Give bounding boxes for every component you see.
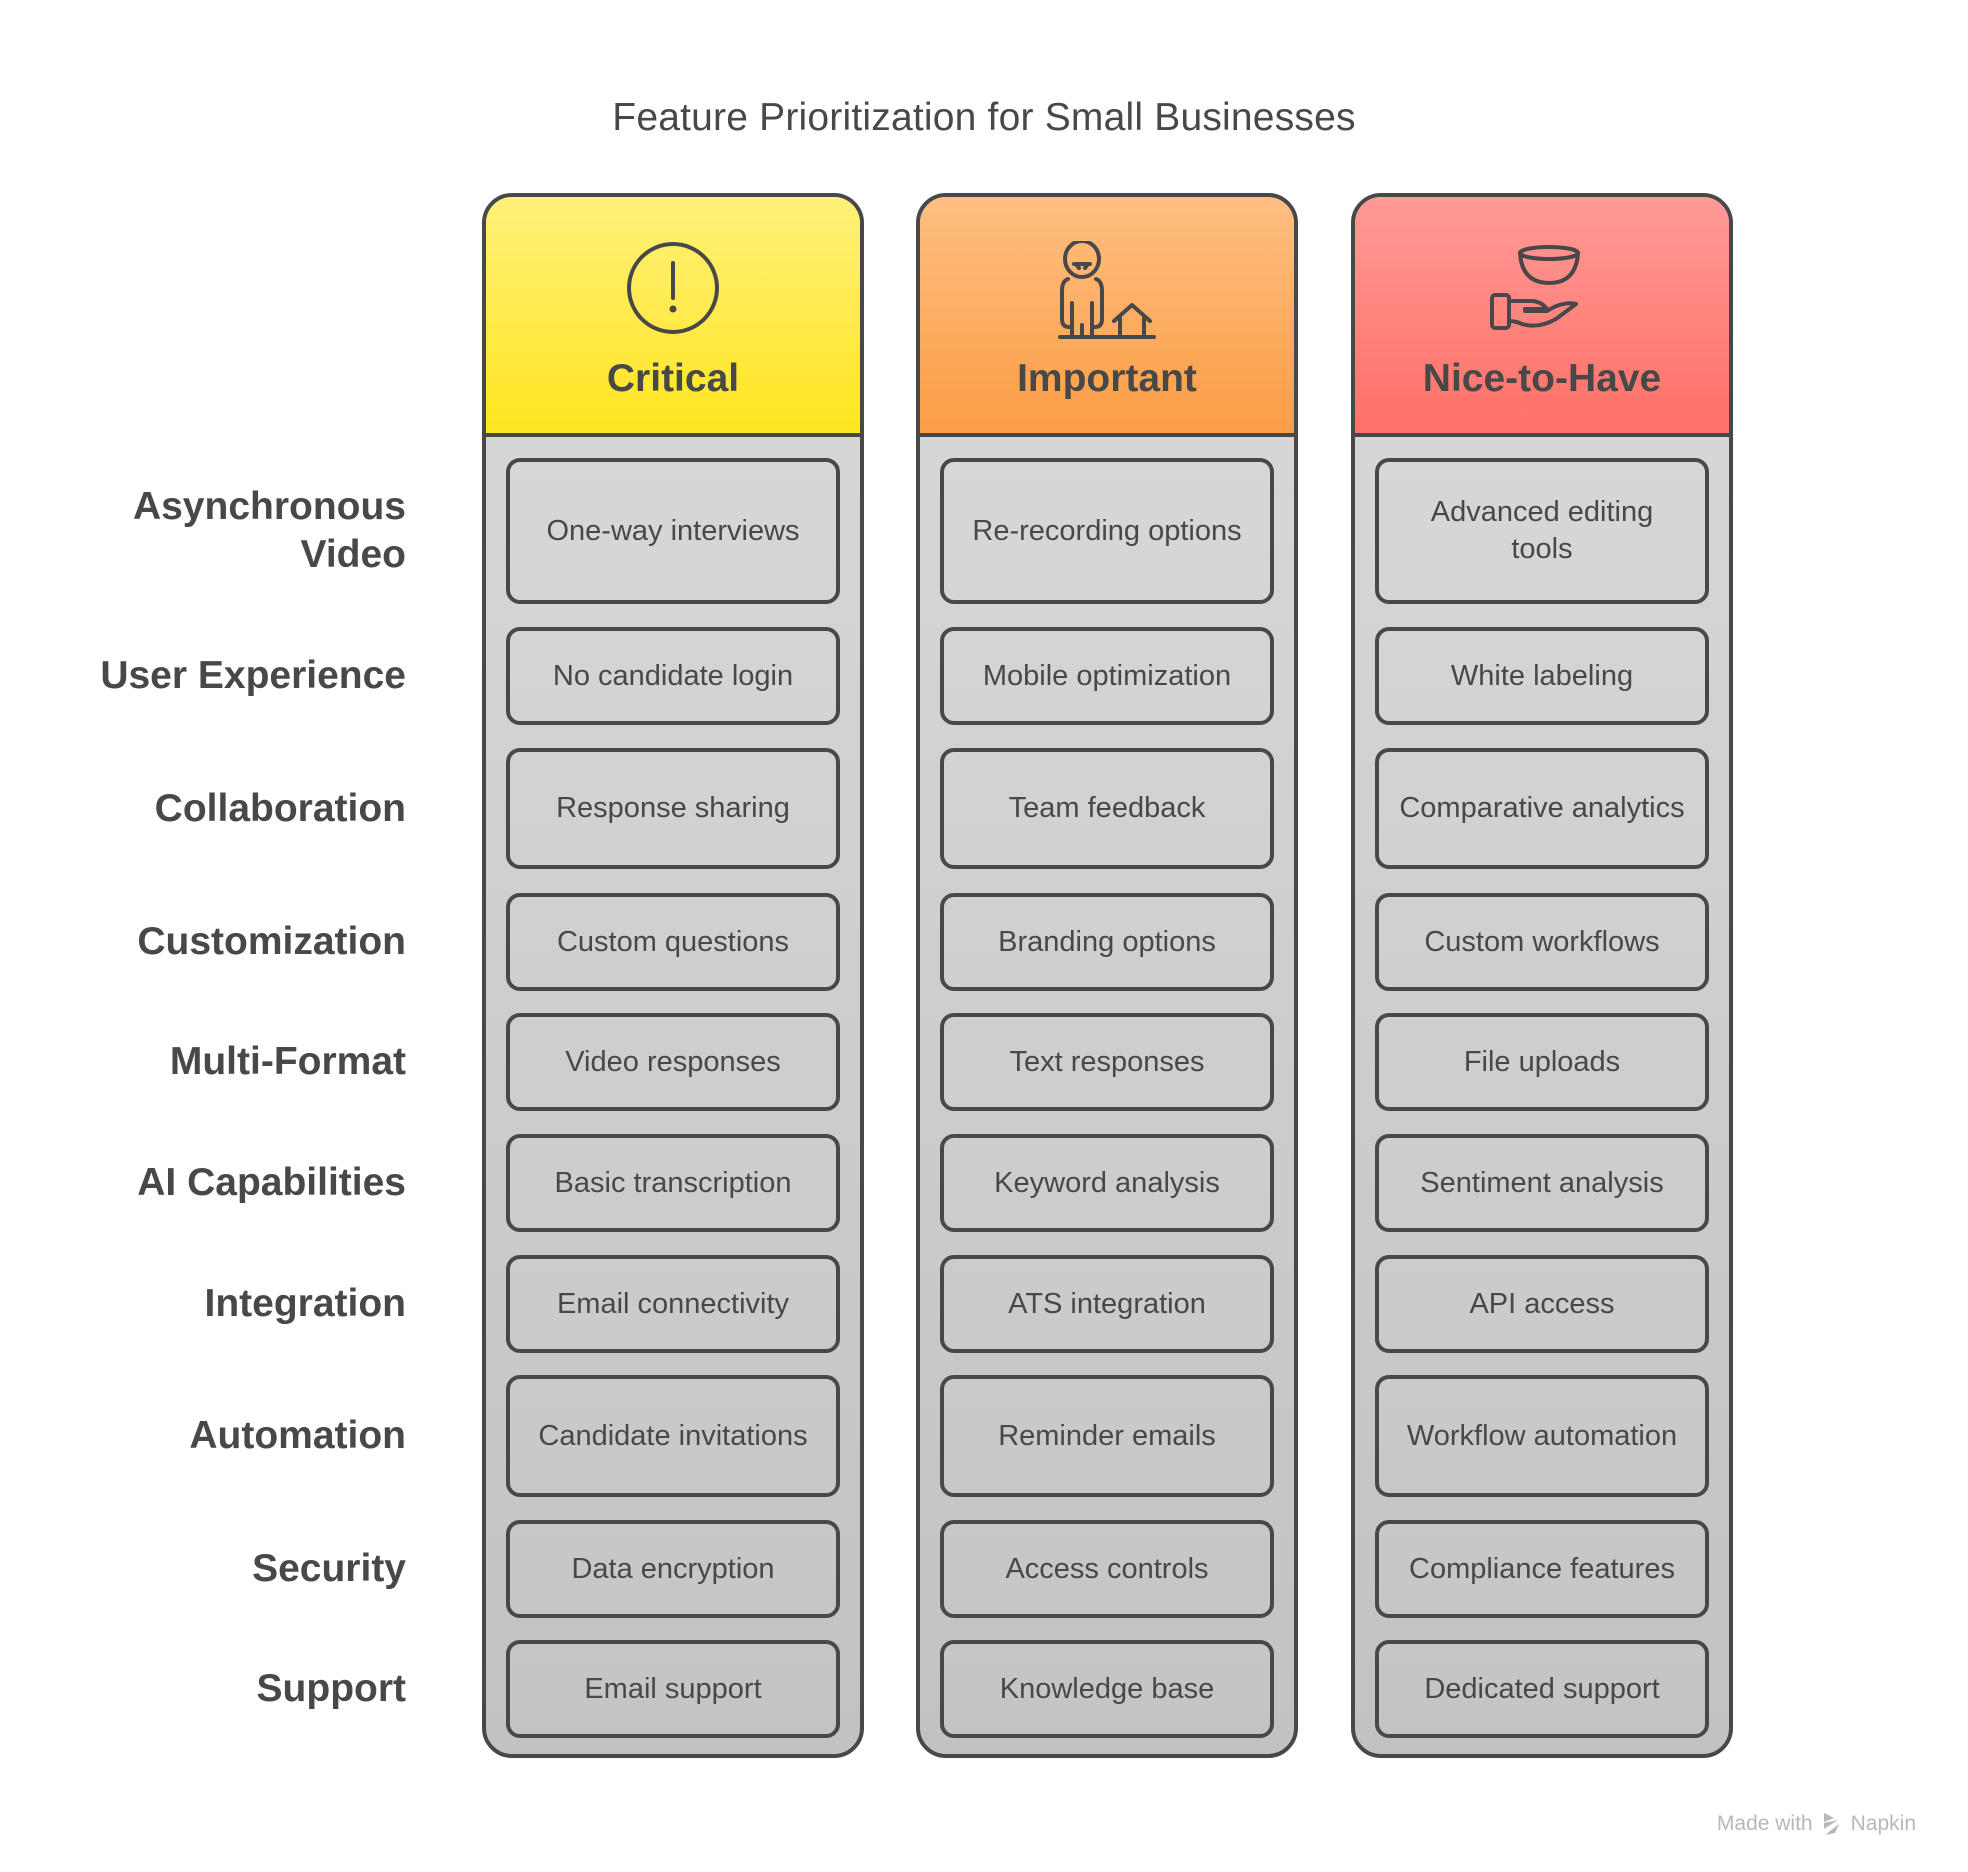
feature-cell: Advanced editing tools <box>1375 458 1709 604</box>
feature-cell: Access controls <box>940 1520 1274 1618</box>
feature-cell: File uploads <box>1375 1013 1709 1111</box>
row-label: Collaboration <box>154 786 406 830</box>
feature-cell: ATS integration <box>940 1255 1274 1353</box>
feature-cell: Email connectivity <box>506 1255 840 1353</box>
row-label: AI Capabilities <box>137 1161 406 1204</box>
feature-cell: Video responses <box>506 1013 840 1111</box>
feature-cell: Workflow automation <box>1375 1375 1709 1497</box>
row-label: Asynchronous Video <box>132 485 406 576</box>
hand-bowl-icon <box>1490 245 1580 330</box>
feature-cell: Data encryption <box>506 1520 840 1618</box>
feature-cell: One-way interviews <box>506 458 840 604</box>
row-label: Customization <box>137 920 406 963</box>
feature-cell: Reminder emails <box>940 1375 1274 1497</box>
made-with-napkin-badge[interactable]: Made with Napkin <box>1717 1811 1916 1837</box>
feature-cell: Knowledge base <box>940 1640 1274 1738</box>
feature-cell: Sentiment analysis <box>1375 1134 1709 1232</box>
feature-cell: Custom workflows <box>1375 893 1709 991</box>
footer-brand: Napkin <box>1850 1812 1916 1835</box>
feature-cell: Branding options <box>940 893 1274 991</box>
feature-cell: Dedicated support <box>1375 1640 1709 1738</box>
column-header-important: Important <box>920 197 1294 437</box>
feature-cell: Text responses <box>940 1013 1274 1111</box>
row-label: User Experience <box>100 654 406 697</box>
column-header-nice-to-have: Nice-to-Have <box>1355 197 1729 437</box>
feature-cell: Comparative analytics <box>1375 748 1709 869</box>
footer-prefix: Made with <box>1716 1812 1813 1835</box>
feature-cell: Keyword analysis <box>940 1134 1274 1232</box>
column-title: Critical <box>606 357 740 400</box>
feature-cell: Mobile optimization <box>940 627 1274 725</box>
feature-cell: Re-recording options <box>940 458 1274 604</box>
alert-circle-icon <box>627 242 719 334</box>
row-label: Security <box>252 1547 406 1590</box>
feature-cell: Email support <box>506 1640 840 1738</box>
feature-cell: Basic transcription <box>506 1134 840 1232</box>
row-label: Multi-Format <box>169 1040 406 1083</box>
column-title: Important <box>1017 357 1197 400</box>
feature-cell: Compliance features <box>1375 1520 1709 1618</box>
feature-cell: Response sharing <box>506 748 840 869</box>
column-title: Nice-to-Have <box>1422 357 1662 400</box>
feature-cell: White labeling <box>1375 627 1709 725</box>
row-label: Integration <box>204 1282 407 1325</box>
feature-cell: Custom questions <box>506 893 840 991</box>
row-label: Automation <box>189 1414 406 1457</box>
column-header-critical: Critical <box>486 197 860 437</box>
napkin-logo-icon <box>1823 1813 1839 1835</box>
diagram-title: Feature Prioritization for Small Busines… <box>612 96 1356 139</box>
feature-cell: Candidate invitations <box>506 1375 840 1497</box>
feature-cell: Team feedback <box>940 748 1274 869</box>
person-house-icon <box>1058 241 1156 339</box>
feature-cell: API access <box>1375 1255 1709 1353</box>
feature-cell: No candidate login <box>506 627 840 725</box>
column-critical: Critical One-way interviews No candidate … <box>482 193 864 1758</box>
row-label: Support <box>256 1667 406 1710</box>
